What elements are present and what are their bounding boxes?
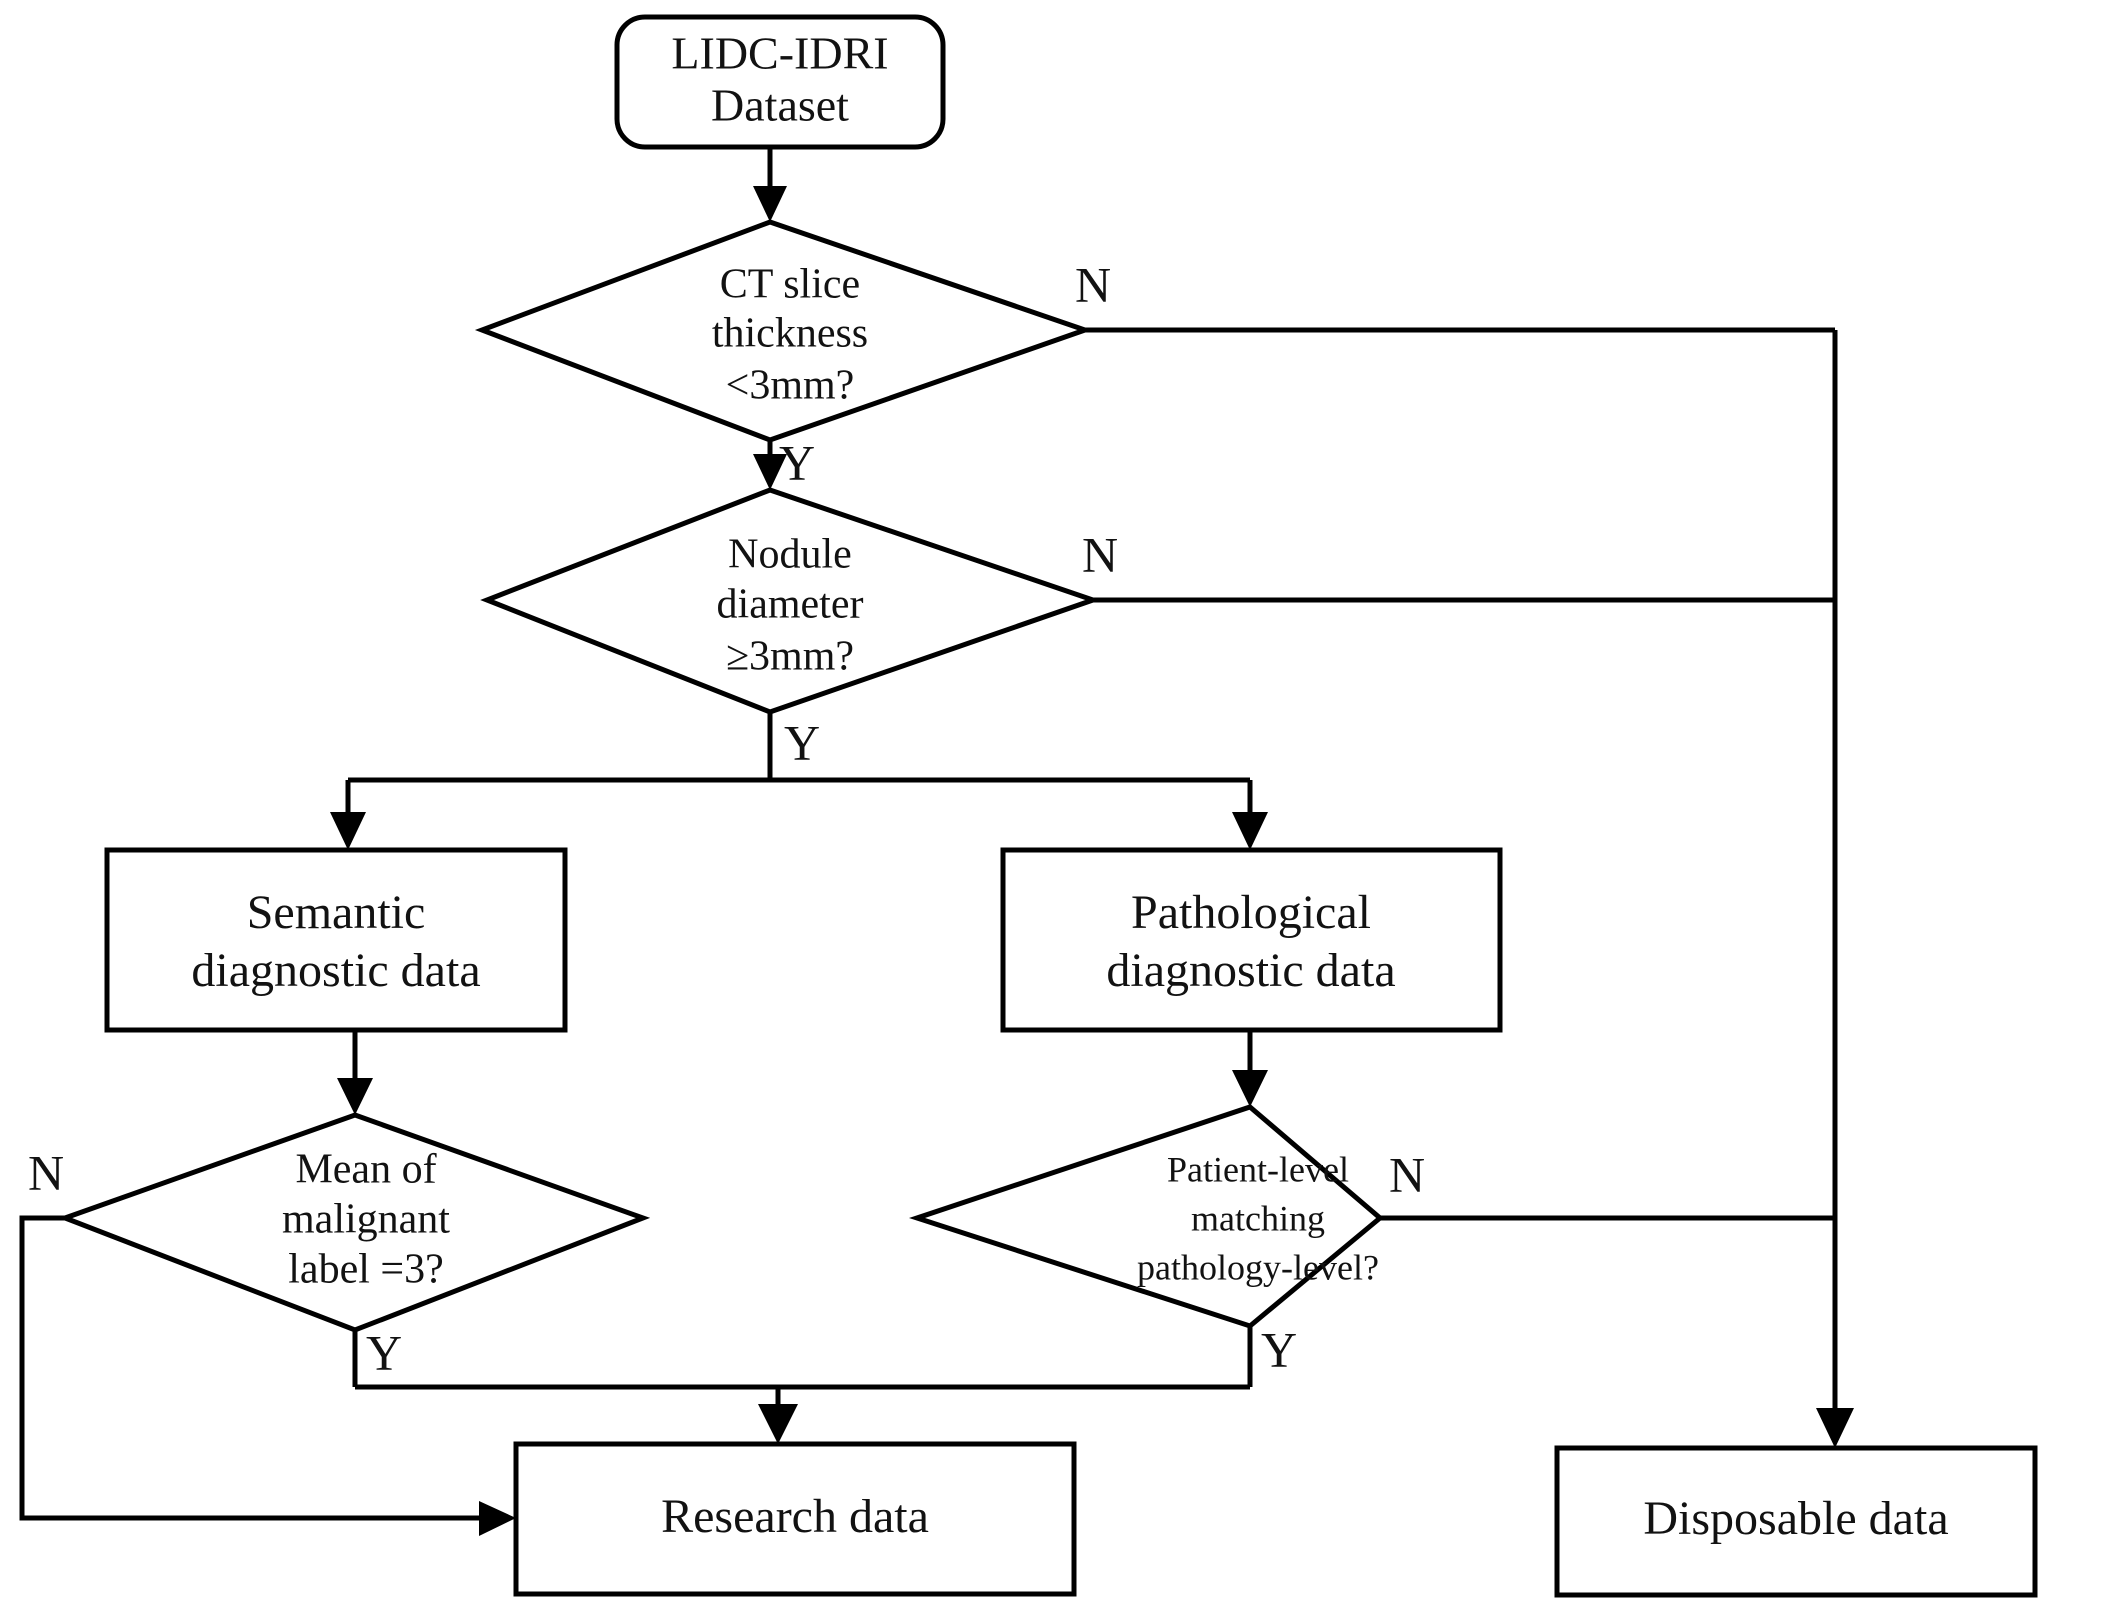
branch-label-malignant-yes: Y: [366, 1324, 402, 1380]
node-research-label: Research data: [661, 1490, 929, 1543]
node-start-line-1: LIDC-IDRI: [671, 28, 888, 79]
connector-diameter-yes-split: [330, 712, 1268, 850]
node-pathological-line-2: diagnostic data: [1106, 944, 1395, 997]
node-decision-malignant-label[interactable]: Mean of malignant label =3?: [57, 1112, 651, 1333]
branch-label-matching-yes: Y: [1261, 1321, 1297, 1377]
connector-slice-yes-to-diameter: [753, 440, 787, 490]
connector-trunk-to-disposable: [1816, 330, 1854, 1448]
node-semantic-line-2: diagnostic data: [191, 944, 480, 997]
node-diameter-line-2: diameter: [717, 582, 864, 628]
node-slice-line-3: <3mm?: [726, 363, 855, 409]
node-disposable-label: Disposable data: [1643, 1492, 1948, 1545]
node-decision-patient-matching[interactable]: Patient-level matching pathology-level?: [908, 1104, 1384, 1329]
node-semantic-line-1: Semantic: [247, 886, 426, 939]
node-decision-nodule-diameter[interactable]: Nodule diameter ≥3mm?: [480, 487, 1101, 715]
node-slice-line-2: thickness: [712, 311, 868, 357]
branch-label-slice-yes: Y: [779, 434, 815, 490]
node-pathological-line-1: Pathological: [1131, 886, 1371, 939]
branch-label-malignant-no: N: [28, 1144, 64, 1200]
node-matching-line-3: pathology-level?: [1137, 1247, 1379, 1287]
node-matching-line-1: Patient-level: [1167, 1149, 1349, 1189]
node-diameter-line-1: Nodule: [728, 532, 852, 578]
branch-label-diameter-no: N: [1082, 526, 1118, 582]
node-research-data[interactable]: Research data: [513, 1441, 1077, 1597]
node-matching-line-2: matching: [1191, 1198, 1325, 1238]
node-malignant-line-2: malignant: [282, 1197, 450, 1243]
connector-merge-to-research: [355, 1384, 1250, 1444]
connector-pathological-to-matching: [1232, 1030, 1268, 1107]
branch-label-diameter-yes: Y: [784, 714, 820, 770]
node-start-line-2: Dataset: [711, 80, 849, 131]
connector-semantic-to-malignant: [337, 1030, 373, 1115]
node-slice-line-1: CT slice: [720, 262, 860, 308]
connector-start-to-slice: [753, 147, 787, 222]
branch-label-slice-no: N: [1075, 256, 1111, 312]
node-diameter-line-3: ≥3mm?: [726, 634, 854, 680]
node-decision-slice-thickness[interactable]: CT slice thickness <3mm?: [474, 219, 1093, 443]
node-malignant-line-1: Mean of: [295, 1147, 436, 1193]
node-start-dataset[interactable]: LIDC-IDRI Dataset: [614, 14, 946, 150]
branch-label-matching-no: N: [1389, 1146, 1425, 1202]
connector-malignant-no-to-research: [19, 1215, 516, 1536]
node-disposable-data[interactable]: Disposable data: [1554, 1445, 2038, 1598]
node-semantic-diagnostic-data[interactable]: Semantic diagnostic data: [104, 847, 568, 1033]
node-malignant-line-3: label =3?: [288, 1247, 443, 1293]
node-pathological-diagnostic-data[interactable]: Pathological diagnostic data: [1000, 847, 1503, 1033]
